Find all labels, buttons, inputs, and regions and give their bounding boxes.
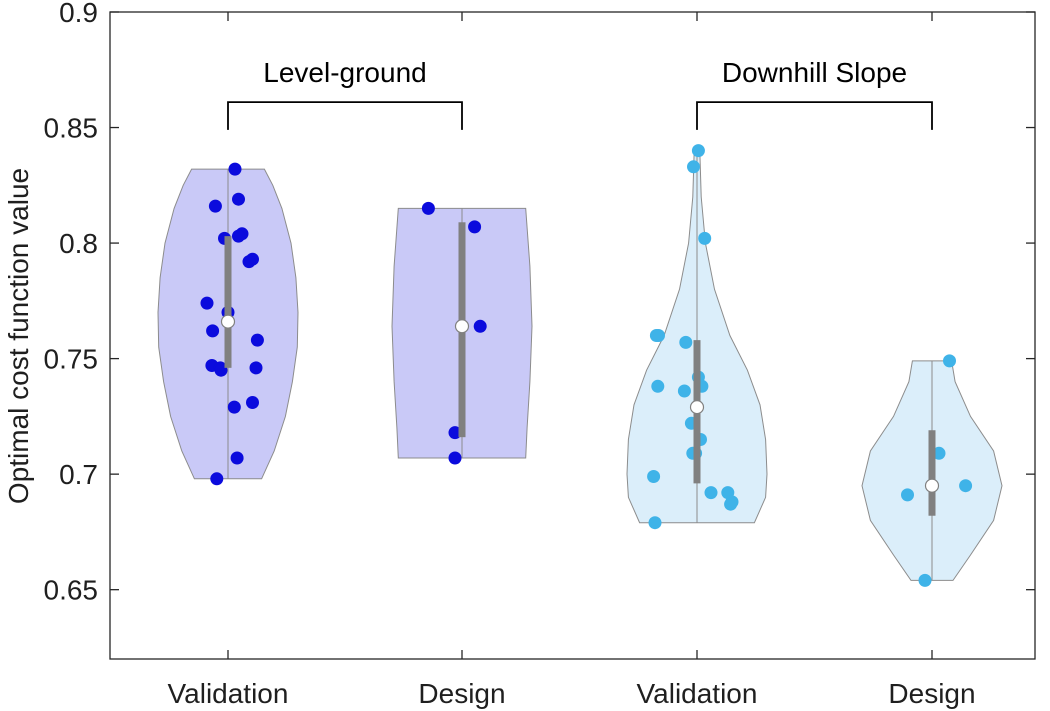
group-label: Level-ground: [263, 57, 426, 88]
data-point: [691, 144, 705, 158]
y-tick-label: 0.75: [44, 344, 99, 375]
group-label: Downhill Slope: [722, 57, 907, 88]
data-point: [249, 361, 263, 375]
x-tick-label: Design: [888, 678, 975, 709]
data-point: [651, 379, 665, 393]
data-point: [232, 192, 245, 206]
y-tick-label: 0.8: [59, 228, 98, 259]
data-point: [679, 335, 693, 349]
x-tick-label: Validation: [168, 678, 289, 709]
y-tick-label: 0.7: [59, 459, 98, 490]
iqr-box: [224, 236, 232, 368]
median-marker: [924, 478, 940, 493]
data-point: [246, 396, 259, 409]
data-point: [210, 472, 224, 486]
x-tick-label: Validation: [637, 678, 758, 709]
data-point: [208, 199, 222, 213]
data-point: [214, 363, 228, 377]
data-point: [473, 319, 487, 333]
data-point: [227, 400, 241, 414]
data-point: [704, 486, 718, 500]
data-point: [901, 488, 914, 502]
data-point: [918, 573, 932, 587]
data-point: [206, 324, 220, 338]
data-point: [943, 354, 956, 368]
group-bracket: [227, 101, 463, 130]
y-tick-label: 0.65: [44, 575, 99, 606]
data-point: [698, 231, 712, 245]
data-point: [724, 497, 738, 511]
data-point: [959, 479, 973, 493]
median-marker: [220, 314, 236, 329]
data-point: [932, 446, 946, 460]
data-point: [677, 384, 691, 398]
y-axis-label: Optimal cost function value: [3, 168, 34, 504]
data-point: [648, 516, 662, 530]
data-point: [200, 296, 214, 310]
data-point: [647, 470, 661, 483]
iqr-box: [928, 430, 936, 516]
data-point: [649, 329, 663, 342]
y-tick-label: 0.85: [44, 113, 99, 144]
data-point: [230, 451, 244, 465]
data-point: [228, 162, 242, 176]
data-point: [687, 160, 700, 174]
data-point: [448, 451, 462, 465]
x-tick-label: Design: [418, 678, 505, 709]
x-axis: Validation Design Validation Design: [168, 12, 976, 709]
data-point: [468, 220, 482, 234]
data-point: [242, 255, 256, 269]
data-point: [232, 229, 245, 243]
median-marker: [689, 400, 705, 415]
data-point: [250, 333, 264, 347]
group-bracket: [696, 101, 933, 130]
data-point: [448, 426, 462, 440]
y-tick-label: 0.9: [59, 0, 98, 28]
violins-layer: [157, 144, 1003, 587]
median-marker: [454, 319, 470, 334]
group-brackets: Level-ground Downhill Slope: [227, 57, 933, 130]
data-point: [421, 201, 435, 215]
y-axis: 0.65 0.7 0.75 0.8 0.85 0.9: [44, 0, 1035, 606]
